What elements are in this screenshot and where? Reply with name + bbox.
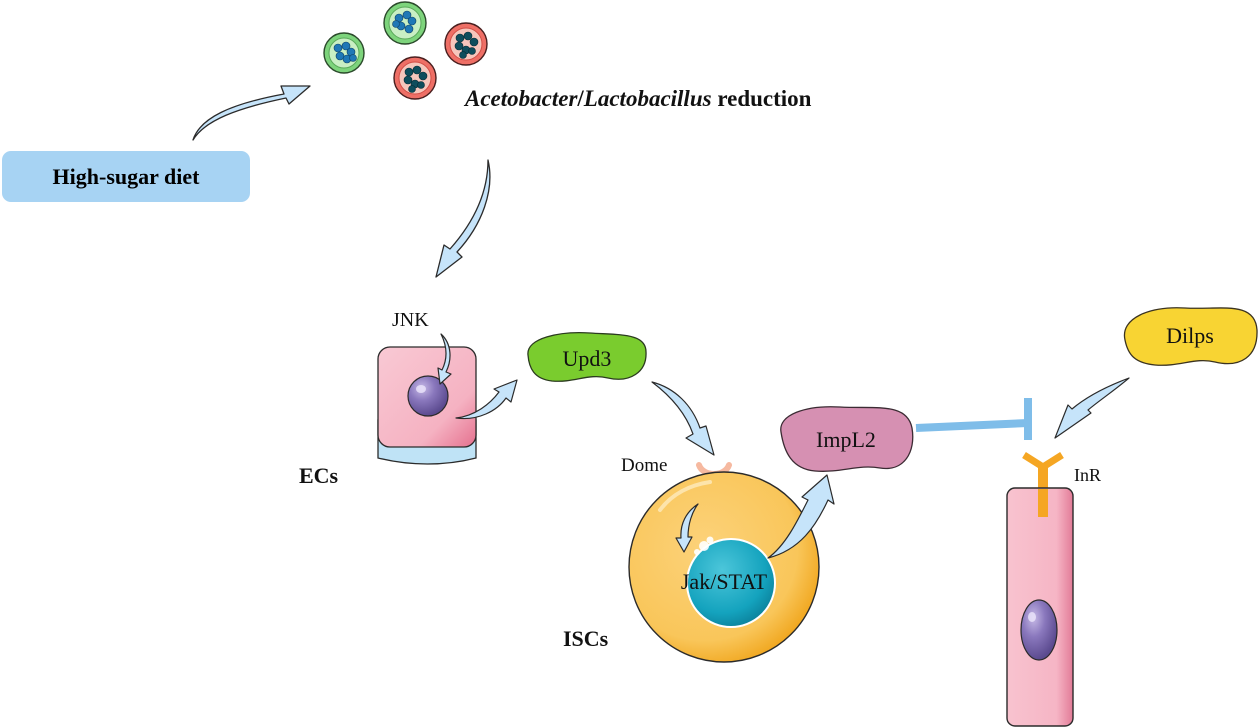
arrow-upd3-to-dome xyxy=(651,381,715,456)
arrow-bacteria-to-ecs xyxy=(435,159,491,278)
arrow-dilps-to-inr xyxy=(1054,377,1130,439)
dome-label: Dome xyxy=(621,455,667,476)
dilps-label: Dilps xyxy=(1166,323,1214,348)
inhibition-impl2-inr xyxy=(915,398,1032,440)
arrow-diet-to-bacteria xyxy=(192,85,311,141)
impl2-label: ImpL2 xyxy=(816,427,876,452)
target-cell xyxy=(1006,487,1074,727)
jak-stat-label: Jak/STAT xyxy=(681,569,768,594)
isc-nucleus xyxy=(686,538,776,628)
colony-green-2 xyxy=(383,1,427,45)
upd3-label: Upd3 xyxy=(563,346,612,371)
arrow-jakstat-to-impl2 xyxy=(767,474,835,559)
high-sugar-diet-box: High-sugar diet xyxy=(2,151,250,202)
colony-red-1 xyxy=(444,22,488,66)
impl2-blob xyxy=(780,406,914,472)
iscs-label: ISCs xyxy=(563,626,609,651)
colony-green-1 xyxy=(323,32,365,74)
bacteria-reduction-label: Acetobacter/Lactobacillus reduction xyxy=(465,86,811,112)
reduction-label: reduction xyxy=(711,86,812,111)
acetobacter-label: Acetobacter xyxy=(465,86,578,111)
target-cell-nucleus xyxy=(1020,599,1058,661)
inr-label: InR xyxy=(1074,465,1101,485)
dilps-blob xyxy=(1123,307,1258,366)
high-sugar-diet-label: High-sugar diet xyxy=(52,163,200,189)
upd3-blob xyxy=(527,332,647,382)
arrow-ec-to-upd3 xyxy=(455,379,518,420)
jnk-label: JNK xyxy=(392,309,429,331)
ecs-label: ECs xyxy=(299,463,339,488)
arrow-jnk-to-nucleus xyxy=(437,333,452,385)
ec-cell xyxy=(377,346,477,465)
arrow-dome-to-jakstat xyxy=(675,503,699,553)
colony-red-2 xyxy=(393,56,437,100)
isc-cell xyxy=(628,471,820,663)
bacteria-colonies xyxy=(323,1,488,100)
lactobacillus-label: Lactobacillus xyxy=(583,86,712,111)
genus-separator: / xyxy=(577,86,584,111)
